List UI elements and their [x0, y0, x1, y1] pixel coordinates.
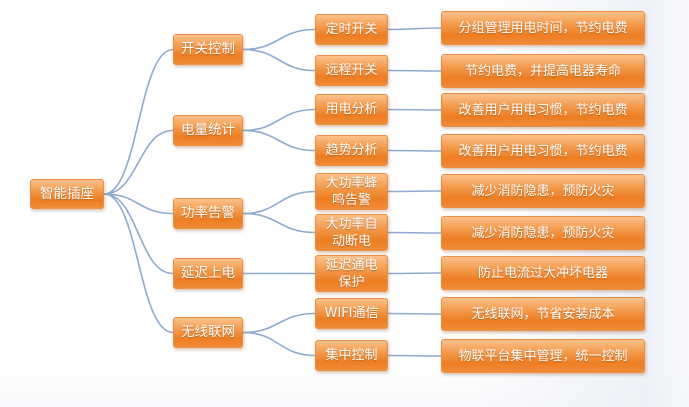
desc-timer-switch: 分组管理用电时间，节约电费	[441, 11, 645, 45]
connector-leaf-high-power-cutoff	[242, 212, 316, 234]
branch-delayed-power-on: 延迟上电	[173, 258, 243, 289]
connector-root-branch-wireless-network	[103, 193, 174, 334]
desc-central-control: 物联平台集中管理，统一控制	[441, 339, 645, 373]
branch-power-statistics: 电量统计	[173, 115, 243, 146]
desc-wifi: 无线联网，节省安装成本	[441, 297, 645, 331]
desc-buzzer-alarm: 减少消防隐患，预防火灾	[441, 174, 645, 208]
connector-root-branch-switch-control	[103, 48, 174, 195]
connector-desc-usage-analysis	[387, 108, 442, 111]
connector-desc-buzzer-alarm	[387, 190, 442, 193]
connector-leaf-high-power-buzzer	[242, 190, 316, 215]
leaf-delayed-protection: 延迟通电 保护	[315, 255, 388, 292]
leaf-usage-analysis: 用电分析	[315, 94, 388, 125]
connector-desc-auto-cutoff	[387, 231, 442, 234]
connector-leaf-central-control	[242, 331, 316, 357]
branch-switch-control: 开关控制	[173, 34, 243, 65]
desc-usage-analysis: 改善用户用电习惯，节约电费	[441, 93, 645, 127]
leaf-high-power-buzzer: 大功率蜂 鸣告警	[315, 173, 388, 210]
connector-leaf-timer-switch	[242, 28, 316, 51]
branch-power-alarm: 功率告警	[173, 198, 243, 229]
desc-auto-cutoff: 减少消防隐患，预防火灾	[441, 216, 645, 250]
connector-desc-delayed-protection	[387, 272, 442, 275]
leaf-trend-analysis: 趋势分析	[315, 135, 388, 166]
root-node: 智能插座	[30, 179, 104, 209]
connector-root-branch-power-statistics	[103, 129, 174, 195]
desc-trend-analysis: 改善用户用电习惯，节约电费	[441, 134, 645, 168]
connector-desc-wifi	[387, 312, 442, 315]
connector-desc-trend-analysis	[387, 149, 442, 152]
connector-leaf-wifi	[242, 312, 316, 334]
connector-leaf-trend-analysis	[242, 129, 316, 152]
connector-root-branch-delayed-power-on	[103, 193, 174, 275]
desc-remote-switch: 节约电费，并提高电器寿命	[441, 54, 645, 88]
leaf-wifi: WIFI通信	[315, 298, 388, 329]
connector-desc-timer-switch	[387, 27, 442, 31]
connector-desc-remote-switch	[387, 69, 442, 72]
leaf-remote-switch: 远程开关	[315, 55, 388, 86]
connector-leaf-usage-analysis	[242, 108, 316, 132]
connector-root-branch-power-alarm	[103, 193, 174, 215]
leaf-high-power-cutoff: 大功率自 动断电	[315, 214, 388, 251]
leaf-timer-switch: 定时开关	[315, 14, 388, 45]
branch-wireless-network: 无线联网	[173, 317, 243, 348]
connector-leaf-remote-switch	[242, 48, 316, 72]
connector-desc-central-control	[387, 354, 442, 357]
leaf-central-control: 集中控制	[315, 340, 388, 371]
desc-delayed-protection: 防止电流过大冲坏电器	[441, 256, 645, 290]
